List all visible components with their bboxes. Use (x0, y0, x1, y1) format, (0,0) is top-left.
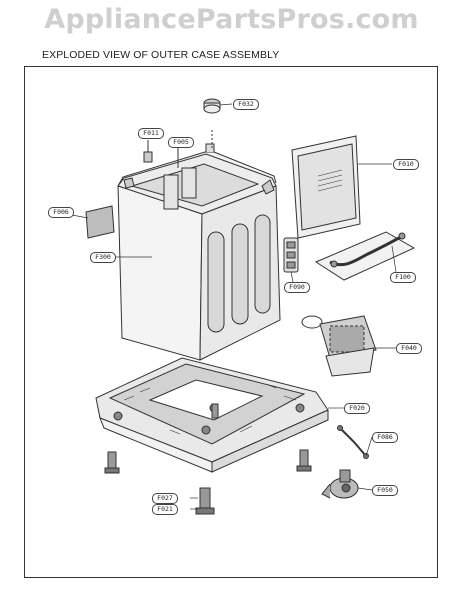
leader-lines (71, 103, 397, 510)
f040-filter-part (301, 315, 377, 377)
callout-f010: F010 (393, 159, 419, 170)
f032-top-bracket-part (203, 98, 221, 114)
f086-wire-harness-part (337, 425, 369, 459)
callout-f005: F005 (168, 137, 194, 148)
diagram-title: EXPLODED VIEW OF OUTER CASE ASSEMBLY (42, 49, 280, 61)
callout-f050: F050 (372, 485, 398, 496)
callout-f027: F027 (152, 493, 178, 504)
callout-f020: F020 (344, 403, 370, 414)
callout-f100: F100 (390, 272, 416, 283)
cabinet-part (117, 130, 281, 361)
callout-f006: F006 (48, 207, 74, 218)
callout-f040: F040 (396, 343, 422, 354)
diagram-frame (24, 66, 438, 578)
f006-label-plate-part (85, 205, 115, 239)
f010-back-cover-part (291, 135, 361, 239)
callout-f086: F086 (372, 432, 398, 443)
watermark-logo: AppliancePartsPros.com (44, 4, 419, 35)
callout-f021: F021 (152, 504, 178, 515)
leveling-foot-left (104, 451, 120, 474)
leveling-foot-center (211, 403, 219, 419)
f100-hose-bracket-part (314, 231, 416, 281)
f011-clip-part (143, 140, 153, 163)
f027-leveling-foot-part (195, 487, 215, 515)
callout-f090: F090 (284, 282, 310, 293)
f090-connector-part (283, 237, 299, 273)
callout-f032: F032 (233, 99, 259, 110)
callout-f300: F300 (90, 252, 116, 263)
callout-f011: F011 (138, 128, 164, 139)
f050-pump-part (321, 469, 359, 499)
leveling-foot-right (296, 449, 312, 472)
